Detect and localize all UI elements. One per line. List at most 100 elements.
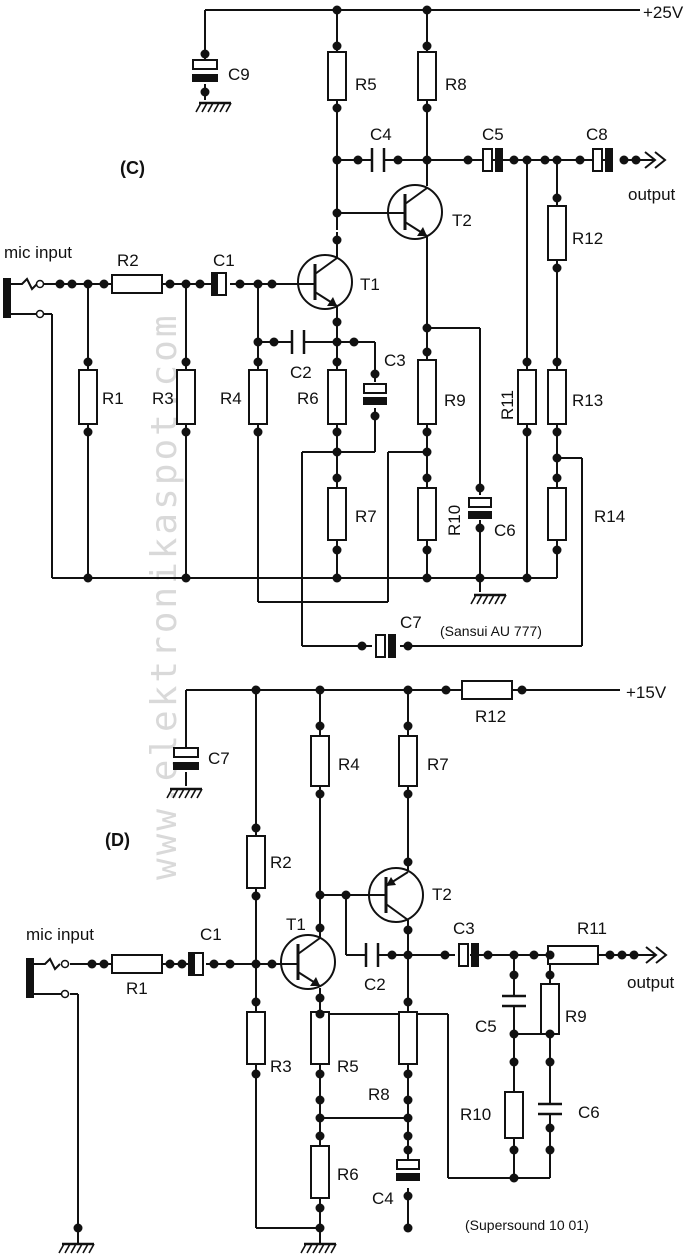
transistor-t1: [280, 934, 336, 990]
output-arrow-icon: [655, 946, 668, 964]
label-r10: R10: [460, 1105, 491, 1124]
mic-jack-icon: [26, 957, 70, 999]
resistor-r1: [111, 954, 163, 974]
output-arrow-icon: [654, 151, 667, 169]
label-c5: C5: [475, 1017, 497, 1036]
resistor-r7: [398, 735, 418, 787]
capacitor-c3: [458, 943, 479, 967]
resistor-r14: [547, 487, 567, 541]
label-r8: R8: [368, 1085, 390, 1104]
resistor-r8: [417, 51, 437, 101]
resistor-r3: [246, 1011, 266, 1065]
label-r3: R3: [152, 389, 174, 408]
resistor-r4: [248, 369, 268, 425]
label-r8: R8: [445, 75, 467, 94]
capacitor-c2: [290, 330, 306, 354]
circuit-d-output-label: output: [627, 973, 675, 992]
resistor-r5: [327, 51, 347, 101]
mic-jack-icon: [3, 277, 45, 319]
circuit-d-credit: (Supersound 10 01): [465, 1217, 589, 1233]
circuit-d-input-label: mic input: [26, 925, 94, 944]
capacitor-c7: [375, 634, 396, 658]
circuit-c-supply-label: +25V: [643, 3, 684, 22]
circuit-c-wires: [44, 9, 655, 647]
label-t1: T1: [360, 275, 380, 294]
label-t1: T1: [286, 915, 306, 934]
label-r10: R10: [445, 505, 464, 536]
capacitor-c6: [468, 497, 492, 519]
resistor-r6: [310, 1145, 330, 1199]
transistor-t2: [368, 867, 424, 923]
label-r2: R2: [270, 853, 292, 872]
resistor-r11: [547, 945, 599, 965]
label-c9: C9: [228, 65, 250, 84]
label-r5: R5: [337, 1057, 359, 1076]
label-c7: C7: [208, 749, 230, 768]
label-r4: R4: [338, 755, 360, 774]
circuit-d-supply-label: +15V: [626, 683, 667, 702]
circuit-d-title: (D): [105, 830, 130, 850]
ground-icon: [57, 1242, 96, 1255]
capacitor-c9: [192, 59, 218, 82]
label-r3: R3: [270, 1057, 292, 1076]
label-t2: T2: [452, 211, 472, 230]
circuit-d: (D) +15V mic input output (Supersound 10…: [26, 680, 675, 1255]
capacitor-c8: [592, 148, 613, 172]
label-r7: R7: [427, 755, 449, 774]
label-c3: C3: [453, 919, 475, 938]
label-r2: R2: [117, 251, 139, 270]
label-r13: R13: [572, 391, 603, 410]
capacitor-c2: [364, 943, 380, 967]
resistor-r7: [327, 487, 347, 541]
label-c1: C1: [200, 925, 222, 944]
label-r6: R6: [337, 1165, 359, 1184]
resistor-r12: [547, 205, 567, 261]
label-r7: R7: [355, 507, 377, 526]
capacitor-c5: [482, 148, 503, 172]
resistor-r11: [517, 369, 537, 425]
ground-icon: [469, 593, 508, 606]
resistor-r1: [78, 369, 98, 425]
circuit-c-title: (C): [120, 158, 145, 178]
resistor-r12: [461, 680, 513, 700]
label-c7: C7: [400, 613, 422, 632]
output-arrow-icon: [644, 151, 657, 169]
output-arrow-icon: [645, 946, 658, 964]
ground-icon: [194, 101, 233, 114]
label-r11: R11: [577, 919, 607, 938]
label-c1: C1: [213, 251, 235, 270]
capacitor-c4: [370, 148, 386, 172]
label-r5: R5: [355, 75, 377, 94]
resistor-r3: [176, 369, 196, 425]
transistor-t2: [387, 184, 443, 240]
resistor-r10: [504, 1091, 524, 1139]
capacitor-c3: [363, 383, 387, 405]
resistor-r9: [417, 359, 437, 425]
label-c8: C8: [586, 125, 608, 144]
capacitor-c5: [502, 994, 526, 1008]
label-c2: C2: [364, 975, 386, 994]
label-c4: C4: [372, 1189, 394, 1208]
label-c6: C6: [578, 1103, 600, 1122]
label-c2: C2: [290, 363, 312, 382]
resistor-r2: [111, 274, 163, 294]
label-t2: T2: [432, 885, 452, 904]
resistor-r13: [547, 369, 567, 425]
label-r14: R14: [594, 507, 625, 526]
circuit-c-input-label: mic input: [4, 243, 72, 262]
label-r9: R9: [565, 1007, 587, 1026]
capacitor-c1: [188, 952, 204, 976]
junction-dots: [55, 5, 641, 651]
capacitor-c7: [173, 747, 199, 770]
junction-dots: [73, 685, 639, 1233]
label-r11: R11: [498, 390, 517, 420]
resistor-r9: [540, 983, 560, 1035]
circuit-c: (C) +25V mic input output (Sansui AU 777…: [3, 3, 684, 658]
label-r1: R1: [126, 979, 148, 998]
capacitor-c4: [396, 1159, 420, 1181]
resistor-r8: [398, 1011, 418, 1065]
label-r4: R4: [220, 389, 242, 408]
label-c4: C4: [370, 125, 392, 144]
label-r6: R6: [297, 389, 319, 408]
